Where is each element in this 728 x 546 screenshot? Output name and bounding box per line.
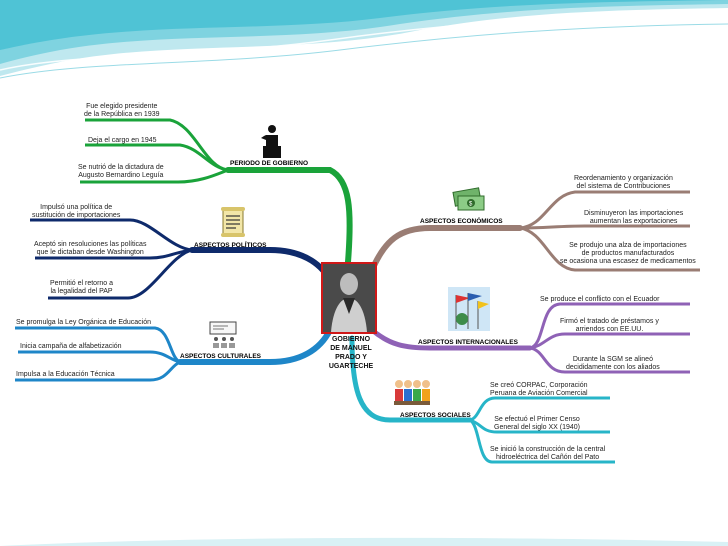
central-topic-line-3: PRADO Y (335, 354, 367, 361)
leaf-periodo-3: Se nutrió de la dictadura de Augusto Ber… (78, 164, 164, 180)
branch-title-internacionales: ASPECTOS INTERNACIONALES (418, 339, 518, 346)
leaf-economicos-3-line-1: Se produjo una alza de importaciones (569, 242, 687, 249)
central-topic-line-2: DE MANUEL (330, 345, 372, 352)
central-topic: GOBIERNO DE MANUEL PRADO Y UGARTECHE (316, 335, 386, 371)
leaf-periodo-3-line-2: Augusto Bernardino Leguía (78, 172, 164, 179)
leaf-culturales-1: Se promulga la Ley Orgánica de Educación (16, 319, 151, 327)
leaf-sociales-3: Se inició la construcción de la central … (490, 446, 605, 462)
trunk-politicos (189, 247, 333, 283)
svg-text:$: $ (469, 202, 473, 208)
leaf-economicos-1-line-1: Reordenamiento y organización (574, 175, 673, 182)
leaf-sociales-3-line-2: hidroeléctrica del Cañón del Pato (496, 454, 600, 461)
leaf-culturales-1-line-1: Se promulga la Ley Orgánica de Educación (16, 319, 152, 326)
leaf-politicos-2-line-1: Aceptó sin resoluciones las políticas (34, 241, 147, 248)
trunk-culturales (177, 327, 333, 365)
leaf-periodo-2: Deja el cargo en 1945 (88, 137, 157, 145)
leaf-economicos-2: Disminuyeron las importaciones aumentan … (584, 210, 683, 226)
leaf-periodo-1: Fue elegido presidente de la República e… (84, 103, 160, 119)
central-topic-line-1: GOBIERNO (331, 336, 371, 343)
trunk-periodo (225, 167, 353, 265)
leaf-internacionales-3-line-2: decididamente con los aliados (566, 364, 660, 371)
leaf-economicos-3: Se produjo una alza de importaciones de … (560, 242, 696, 266)
leaf-internacionales-2-line-1: Firmó el tratado de préstamos y (560, 318, 659, 325)
people-group-icon (394, 380, 430, 405)
leaf-sociales-1-line-1: Se creó CORPAC, Corporación (490, 382, 588, 389)
leaf-politicos-2-line-2: que le dictaban desde Washington (36, 249, 144, 256)
leaf-periodo-3-line-1: Se nutrió de la dictadura de (78, 164, 164, 171)
leaf-culturales-2: Inicia campaña de alfabetización (20, 343, 122, 351)
leaf-culturales-3-line-1: Impulsa a la Educación Técnica (16, 371, 115, 378)
footer-wave (0, 537, 728, 546)
portrait-photo-icon (321, 262, 377, 334)
leaf-economicos-3-line-2: de productos manufacturados (581, 250, 675, 257)
document-scroll-icon (221, 207, 245, 237)
branch-title-politicos: ASPECTOS POLÍTICOS (194, 242, 267, 249)
trunk-economicos (369, 225, 523, 273)
leaf-periodo-2-line-1: Deja el cargo en 1945 (88, 137, 157, 144)
leaf-politicos-3-line-2: la legalidad del PAP (50, 288, 113, 295)
leaf-internacionales-1-line-1: Se produce el conflicto con el Ecuador (540, 296, 660, 303)
leaf-politicos-1-line-2: sustitución de importaciones (32, 212, 121, 219)
leaf-internacionales-1: Se produce el conflicto con el Ecuador (540, 296, 659, 304)
trunk-sociales (349, 335, 473, 423)
leaf-economicos-2-line-2: aumentan las exportaciones (589, 218, 678, 225)
leaf-politicos-3-line-1: Permitió el retorno a (50, 280, 114, 287)
leaf-internacionales-2: Firmó el tratado de préstamos y arriendo… (560, 318, 659, 334)
leaf-politicos-3: Permitió el retorno a la legalidad del P… (50, 280, 113, 296)
leaf-politicos-1: Impulsó una política de sustitución de i… (32, 204, 120, 220)
leaf-sociales-2-line-2: General del siglo XX (1940) (494, 424, 580, 431)
classroom-icon (209, 321, 237, 348)
leaf-economicos-3-line-3: se ocasiona una escasez de medicamentos (560, 258, 696, 265)
leaf-culturales-2-line-1: Inicia campaña de alfabetización (20, 343, 122, 350)
speaker-silhouette-icon (261, 125, 281, 158)
trunk-internacionales (369, 327, 533, 351)
header-wave-banner (0, 0, 728, 79)
leaf-sociales-3-line-1: Se inició la construcción de la central (490, 446, 606, 453)
leaf-culturales-3: Impulsa a la Educación Técnica (16, 371, 115, 379)
leaf-periodo-1-line-1: Fue elegido presidente (86, 103, 158, 110)
leaf-sociales-2-line-1: Se efectuó el Primer Censo (494, 416, 580, 423)
leaf-politicos-2: Aceptó sin resoluciones las políticas qu… (34, 241, 146, 257)
leaf-internacionales-2-line-2: arriendos con EE.UU. (575, 326, 644, 333)
leaf-sociales-1-line-2: Peruana de Aviación Comercial (490, 390, 588, 397)
branch-title-periodo: PERIODO DE GOBIERNO (230, 160, 309, 167)
flags-globe-icon (448, 287, 490, 331)
leaf-internacionales-3-line-1: Durante la SGM se alineó (572, 356, 653, 363)
money-icon: $ (452, 187, 485, 211)
leaf-economicos-1-line-2: del sistema de Contribuciones (576, 183, 671, 190)
portrait-caption (325, 324, 373, 330)
leaf-sociales-1: Se creó CORPAC, Corporación Peruana de A… (490, 382, 588, 398)
branch-title-sociales: ASPECTOS SOCIALES (400, 412, 471, 419)
leaf-internacionales-3: Durante la SGM se alineó decididamente c… (566, 356, 660, 372)
leaf-economicos-2-line-1: Disminuyeron las importaciones (584, 210, 684, 217)
leaf-economicos-1: Reordenamiento y organización del sistem… (574, 175, 673, 191)
leaf-sociales-2: Se efectuó el Primer Censo General del s… (494, 416, 580, 432)
branch-title-economicos: ASPECTOS ECONÓMICOS (420, 218, 503, 225)
branch-title-culturales: ASPECTOS CULTURALES (180, 353, 262, 360)
central-topic-line-4: UGARTECHE (328, 363, 374, 370)
leaf-politicos-1-line-1: Impulsó una política de (40, 204, 113, 211)
leaf-periodo-1-line-2: de la República en 1939 (84, 111, 160, 118)
